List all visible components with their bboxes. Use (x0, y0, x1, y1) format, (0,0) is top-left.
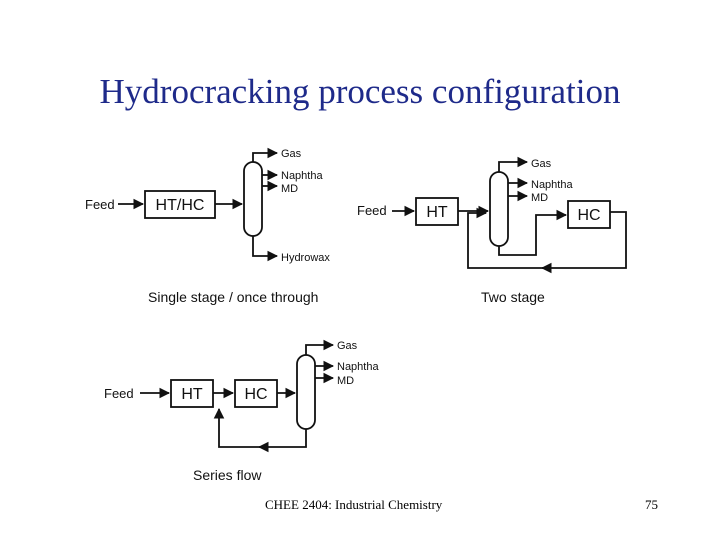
two-stage-md-label: MD (531, 192, 548, 204)
single-stage-md-label: MD (281, 183, 298, 195)
series-flow-ht-label: HT (181, 386, 203, 403)
single-stage-diagram: Feed HT/HC Gas Naphtha MD Hydrowax Singl… (85, 147, 330, 305)
single-stage-column (243, 161, 263, 237)
series-flow-hc-label: HC (244, 386, 267, 403)
series-flow-gas-label: Gas (337, 340, 358, 352)
footer-page-number: 75 (645, 497, 658, 512)
two-stage-diagram: Feed HT Gas Naphtha MD HC Two stage (357, 156, 627, 305)
footer-course: CHEE 2404: Industrial Chemistry (265, 497, 443, 512)
two-stage-ht-label: HT (426, 204, 448, 221)
series-flow-feed-label: Feed (104, 386, 134, 401)
series-flow-recycle-line-a (257, 429, 307, 453)
single-stage-naphtha-label: Naphtha (281, 170, 323, 182)
single-stage-bottoms-label: Hydrowax (281, 252, 330, 264)
two-stage-gas-arrow (498, 156, 529, 172)
series-flow-recycle-line-b (213, 407, 261, 448)
two-stage-gas-label: Gas (531, 158, 552, 170)
two-stage-column (489, 171, 509, 247)
two-stage-recycle-line-b (467, 207, 544, 269)
series-flow-gas-arrow (305, 339, 335, 355)
two-stage-naphtha-label: Naphtha (531, 179, 573, 191)
single-stage-gas-label: Gas (281, 148, 302, 160)
single-stage-bottoms-arrow (252, 236, 279, 262)
series-flow-hc-box (234, 379, 278, 408)
series-flow-column (296, 354, 316, 430)
series-flow-diagram: Feed HT HC Gas Naphtha MD Series flow (104, 339, 379, 483)
slide-title: Hydrocracking process configuration (99, 72, 621, 111)
two-stage-hc-label: HC (577, 207, 600, 224)
two-stage-feed-label: Feed (357, 203, 387, 218)
single-stage-feed-label: Feed (85, 197, 115, 212)
two-stage-ht-box (415, 197, 459, 226)
two-stage-recycle-line-a (540, 211, 627, 274)
series-flow-caption: Series flow (193, 467, 262, 483)
two-stage-caption: Two stage (481, 289, 545, 305)
series-flow-md-label: MD (337, 375, 354, 387)
single-stage-reactor-box (144, 190, 216, 219)
single-stage-caption: Single stage / once through (148, 289, 318, 305)
single-stage-gas-arrow (252, 147, 279, 162)
two-stage-bottoms-to-hc-line (498, 209, 568, 256)
series-flow-naphtha-label: Naphtha (337, 361, 379, 373)
single-stage-reactor-label: HT/HC (156, 197, 205, 214)
two-stage-hc-box (567, 200, 611, 229)
